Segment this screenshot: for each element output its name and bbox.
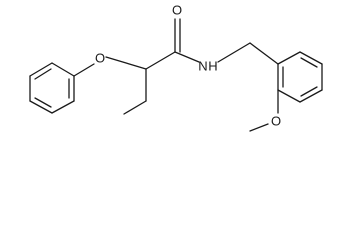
bond [105,56,147,70]
amide-nitrogen-label: N [198,59,207,74]
carbonyl-oxygen-label: O [172,3,182,18]
methoxy-oxygen-label: O [271,114,281,129]
bond [277,89,301,103]
bond [123,100,147,115]
bond [277,51,301,65]
bond [174,51,200,63]
bond [299,51,323,65]
bond [51,100,75,114]
bond [217,42,251,63]
bond [29,62,53,77]
bond [73,63,95,77]
ether-oxygen-label: O [95,51,105,66]
bond [249,42,279,65]
bond [51,62,75,77]
methoxyphenyl-ring [249,51,323,132]
double-bond-inner [34,97,52,108]
amide-hydrogen-label: H [208,59,217,74]
aliphatic-chain [73,18,279,115]
chemical-structure: O O N H O [29,3,323,132]
bond [249,123,269,132]
bond [29,100,53,114]
double-bond-inner [300,86,318,97]
bond [299,89,323,103]
atom-labels: O O N H O [95,3,281,129]
double-bond-inner [34,68,52,80]
double-bond-inner [300,57,318,68]
bond [145,51,176,70]
phenyl-ring [29,62,75,114]
